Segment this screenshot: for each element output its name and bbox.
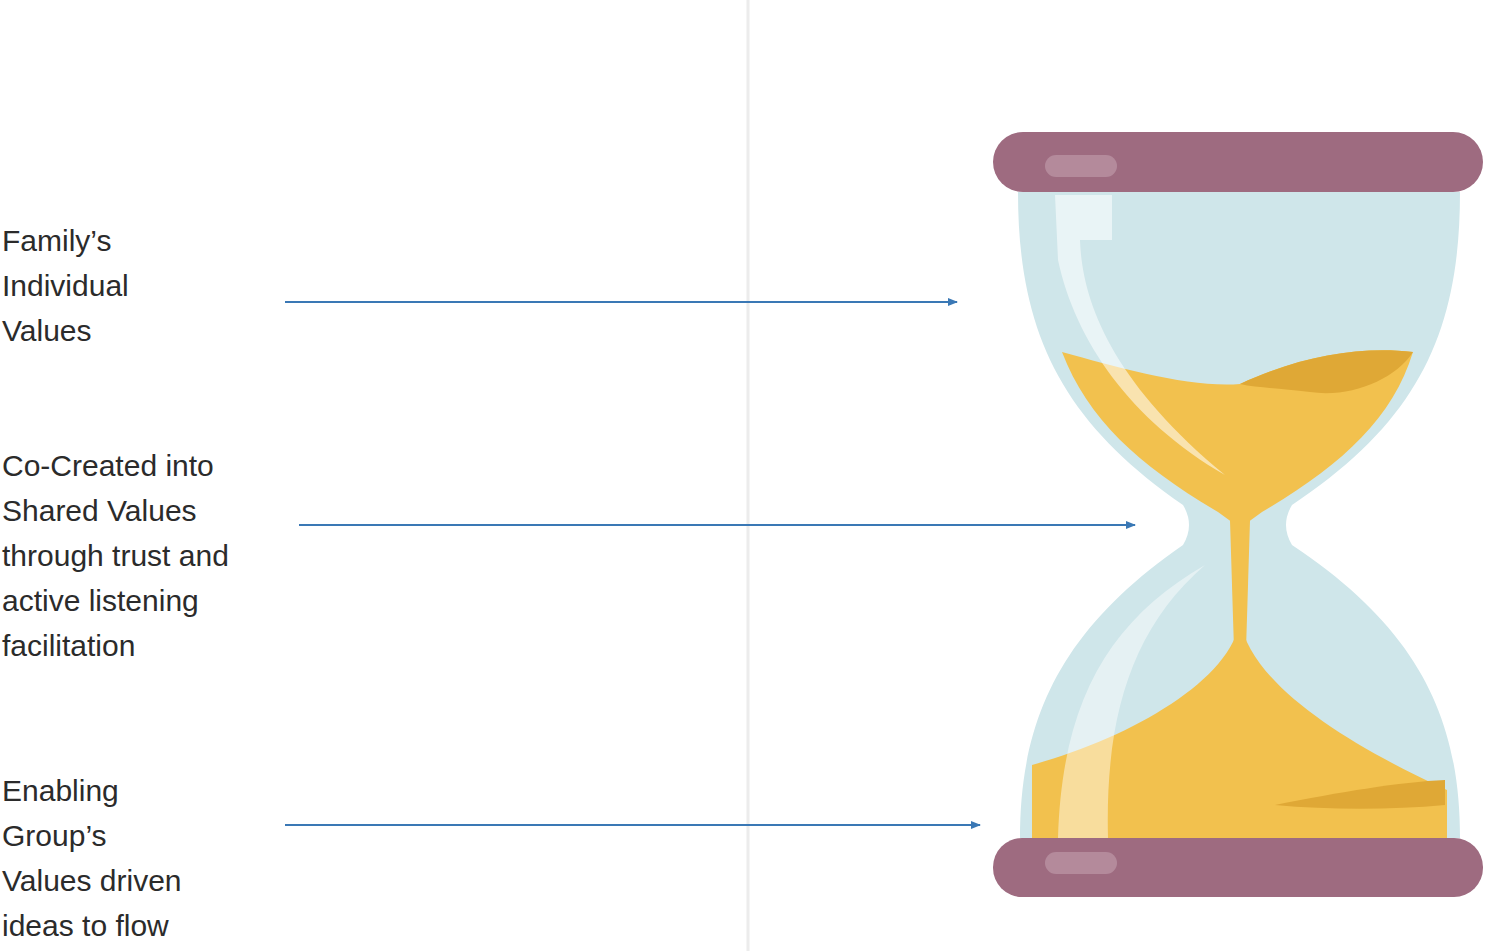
leader-arrow	[299, 524, 1135, 526]
glass-bulb	[1018, 192, 1460, 838]
callout-label: Co-Created into Shared Values through tr…	[2, 443, 302, 668]
glass-highlight	[1058, 565, 1205, 838]
callout-label: Enabling Group’s Values driven ideas to …	[2, 768, 197, 948]
top-cap	[993, 132, 1483, 192]
bottom-cap	[993, 838, 1483, 897]
cap-highlight	[1045, 852, 1117, 874]
leader-arrow	[285, 301, 957, 303]
callout-label: Family’s Individual Values	[2, 218, 177, 353]
cap-highlight	[1045, 155, 1117, 177]
glass-highlight	[1055, 195, 1225, 475]
bottom-sand-shade	[1275, 780, 1445, 809]
leader-arrow	[285, 824, 980, 826]
divider-line	[747, 0, 750, 951]
top-sand-shade	[1240, 350, 1413, 393]
